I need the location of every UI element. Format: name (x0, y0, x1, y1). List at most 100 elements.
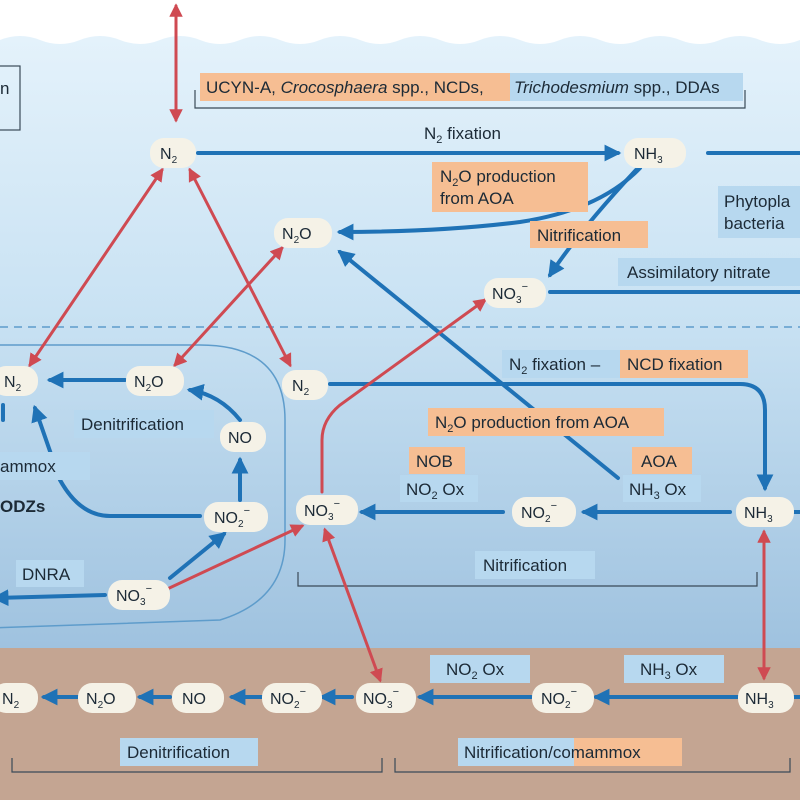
node-no3-odz: NO3− (108, 580, 170, 610)
phyto-line2: bacteria (724, 214, 785, 233)
ncd-fixation-box (620, 350, 748, 378)
phyto-line1: Phytopla (724, 192, 791, 211)
svg-text:N2: N2 (2, 691, 20, 711)
node-n2-odz: N2 (0, 366, 38, 396)
nitrification-surface-label: Nitrification (537, 226, 621, 245)
svg-text:NH3: NH3 (634, 146, 663, 166)
svg-text:N2: N2 (4, 374, 22, 394)
svg-text:N2O: N2O (86, 691, 116, 711)
svg-text:N2: N2 (292, 378, 310, 398)
no2ox-sed-box (430, 655, 530, 683)
n2-fixation-label: N2 fixation (424, 124, 501, 146)
arrow-dnra (0, 589, 107, 607)
svg-text:NO2−: NO2− (521, 500, 557, 525)
node-n2o-surface: N2O (274, 218, 332, 248)
organisms-blue-box (510, 73, 743, 101)
svg-text:NH3: NH3 (745, 691, 774, 711)
organisms-orange-box (200, 73, 510, 101)
node-no-odz: NO (220, 422, 266, 452)
svg-text:N2O: N2O (282, 226, 312, 246)
assimilatory-box (618, 258, 800, 286)
node-n2-surface: N2 (150, 138, 196, 168)
assimilatory-label: Assimilatory nitrate (627, 263, 771, 282)
organisms-label: UCYN-A, Crocosphaera spp., NCDs,Trichode… (206, 78, 720, 97)
nitrification-surface-box (530, 221, 648, 248)
svg-text:N2O: N2O (134, 374, 164, 394)
denitrification-odz-box (74, 410, 214, 438)
sky (0, 0, 800, 40)
arrow-no3-mid-sed (322, 527, 383, 683)
node-no2-mid: NO2− (512, 497, 576, 527)
n2o-aoa-surface-box (432, 162, 588, 212)
denitrification-sed-box (120, 738, 258, 766)
arrow-nh3-to-n2o (336, 166, 642, 241)
anammox-label: ammox (0, 457, 56, 476)
anammox-box (0, 452, 90, 480)
svg-text:N2: N2 (160, 146, 178, 166)
svg-text:NH3: NH3 (744, 505, 773, 525)
node-nh3-mid: NH3 (736, 497, 794, 527)
arrow-no3-odz-exchange (145, 524, 305, 600)
left-legend-text: n (0, 79, 9, 98)
nh3ox-mid-label: NH3 Ox (629, 480, 687, 502)
arrow-n2o-exchange (173, 246, 284, 367)
aoa-box (632, 447, 692, 474)
svg-text:NO3−: NO3− (304, 498, 340, 523)
sediment-nitrification-bracket (394, 758, 791, 773)
node-n2-sed: N2 (0, 683, 38, 713)
comammox-sed-box (574, 738, 682, 766)
n2-fixation-mid-label: N2 fixation – (509, 355, 601, 377)
svg-text:NO2−: NO2− (541, 686, 577, 711)
no2ox-mid-label: NO2 Ox (406, 480, 465, 502)
svg-text:NO3−: NO3− (492, 281, 528, 306)
node-no-sed: NO (172, 683, 224, 713)
arrow-nh3ox-to-n2o (337, 249, 620, 480)
nitrification-sed-box (458, 738, 574, 766)
n2o-aoa-surface-line1: N2O production (440, 167, 556, 189)
aoa-label: AOA (641, 452, 678, 471)
nh3ox-mid-box (623, 475, 701, 502)
denitrification-sed-label: Denitrification (127, 743, 230, 762)
svg-text:NO: NO (228, 430, 252, 447)
node-n2o-sed: N2O (78, 683, 136, 713)
nitrification-mid-box (475, 551, 595, 579)
n2o-aoa-mid-label: N2O production from AOA (435, 413, 630, 435)
phyto-box (718, 186, 800, 238)
node-no3-mid: NO3− (296, 495, 358, 525)
node-no3-surface: NO3− (484, 278, 546, 308)
svg-text:NO3−: NO3− (363, 686, 399, 711)
no2ox-mid-box (400, 475, 478, 502)
ocean-water (0, 36, 800, 648)
left-legend-box (0, 65, 21, 131)
node-n2-mid: N2 (282, 370, 328, 400)
odzs-label: ODZs (0, 497, 45, 516)
n2o-aoa-mid-box (428, 408, 664, 436)
dnra-label: DNRA (22, 565, 71, 584)
node-no2-sed-right: NO2− (532, 683, 594, 713)
node-no2-sed-left: NO2− (262, 683, 322, 713)
nh3ox-sed-box (624, 655, 724, 683)
denitrification-odz-label: Denitrification (81, 415, 184, 434)
nob-label: NOB (416, 452, 453, 471)
nob-box (409, 447, 465, 474)
node-no3-sed: NO3− (356, 683, 416, 713)
n2-fixation-mid-box (502, 350, 620, 378)
n2o-aoa-surface-line2: from AOA (440, 189, 514, 208)
svg-text:NO: NO (182, 691, 206, 708)
node-nh3-surface: NH3 (624, 138, 686, 168)
dnra-box (16, 560, 84, 587)
node-no2-odz: NO2− (204, 502, 268, 532)
nitrification-comammox-label: Nitrification/comammox (464, 743, 641, 762)
nh3ox-sed-label: NH3 Ox (640, 660, 698, 682)
svg-text:NO2−: NO2− (214, 505, 250, 530)
nitrification-mid-label: Nitrification (483, 556, 567, 575)
ncd-fixation-label: NCD fixation (627, 355, 722, 374)
surface-bracket (194, 90, 746, 109)
arrow-n2-fixation-mid (328, 382, 774, 492)
svg-text:NO2−: NO2− (270, 686, 306, 711)
no2ox-sed-label: NO2 Ox (446, 660, 505, 682)
node-nh3-sed: NH3 (738, 683, 794, 713)
svg-text:NO3−: NO3− (116, 583, 152, 608)
